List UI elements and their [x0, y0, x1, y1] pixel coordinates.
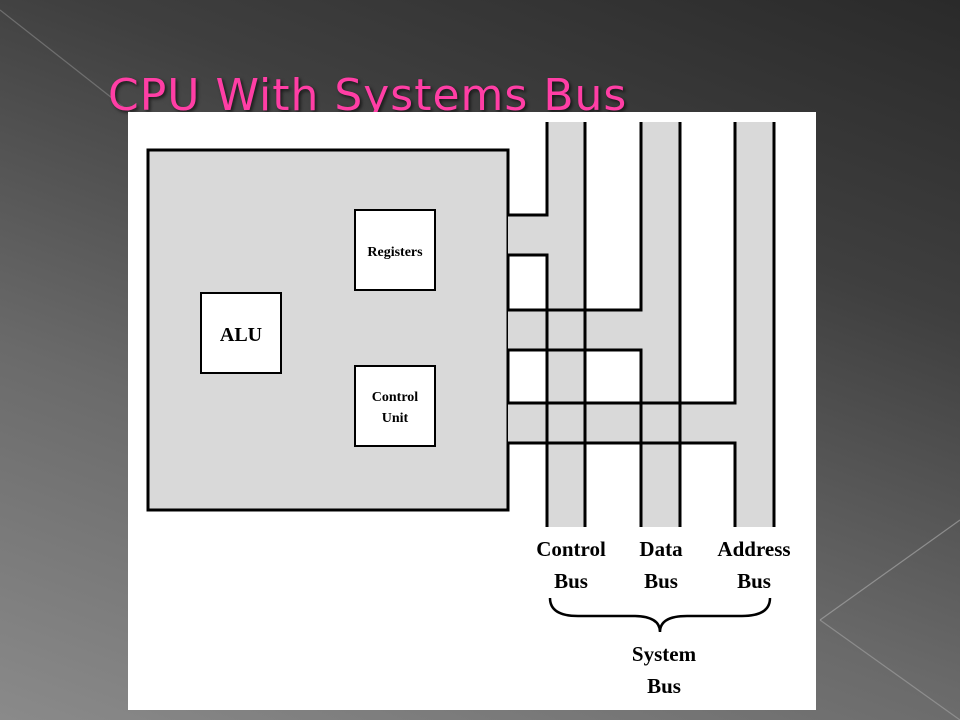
registers-label: Registers: [367, 245, 423, 260]
decorative-line: [819, 519, 960, 621]
address-bus-outline: [508, 122, 776, 527]
address-bus-label-line2: Bus: [737, 569, 771, 593]
data-bus-outline: [508, 122, 682, 527]
data-bus: [641, 122, 680, 527]
system-bus-brace: [548, 597, 772, 633]
cpu-bus-diagram: ALU Registers Control Unit Control Bus D…: [128, 112, 816, 710]
connector-control: [508, 215, 549, 255]
decorative-line: [0, 9, 141, 121]
control-unit-label-line1: Control: [372, 390, 419, 405]
address-bus-label-line1: Address: [717, 537, 790, 561]
control-unit-label-line2: Unit: [382, 411, 409, 426]
data-bus-label-line1: Data: [639, 537, 683, 561]
control-bus-outline: [508, 122, 587, 527]
data-bus-label-line2: Bus: [644, 569, 678, 593]
control-bus-label-line1: Control: [536, 537, 606, 561]
address-bus: [735, 122, 774, 527]
registers-box: [354, 209, 436, 291]
system-bus-label-line1: System: [632, 642, 697, 666]
alu-label: ALU: [220, 324, 262, 346]
system-bus-label-line2: Bus: [647, 674, 681, 698]
connector-address: [508, 403, 737, 443]
control-bus-label-line2: Bus: [554, 569, 588, 593]
decorative-line: [819, 619, 960, 720]
control-unit-box: [354, 365, 436, 447]
connector-data: [508, 310, 643, 350]
alu-box: [200, 292, 282, 374]
